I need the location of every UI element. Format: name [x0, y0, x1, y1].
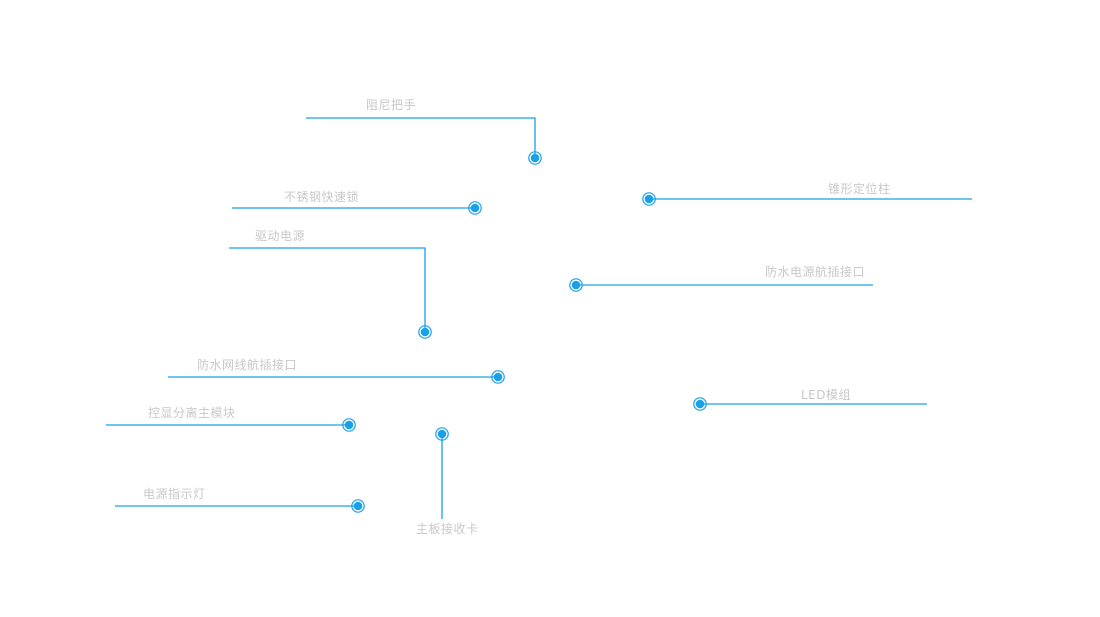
anchor-dot-outer-stainless-quick-lock: [468, 201, 482, 215]
anchor-dot-outer-control-display-main-module: [342, 418, 356, 432]
callout-label-driver-power: 驱动电源: [255, 229, 306, 243]
callout-label-conical-locating-pin: 锥形定位柱: [828, 182, 891, 196]
callout-label-damping-handle: 阻尼把手: [366, 98, 417, 112]
anchor-dot-outer-led-module: [693, 397, 707, 411]
anchor-dot-outer-waterproof-network-connector: [491, 370, 505, 384]
anchor-dot-outer-mainboard-receiver-card: [435, 427, 449, 441]
anchor-dot-stainless-quick-lock: [470, 203, 480, 213]
anchor-dot-damping-handle: [530, 153, 540, 163]
anchor-dot-waterproof-network-connector: [493, 372, 503, 382]
anchor-dot-outer-conical-locating-pin: [642, 192, 656, 206]
anchor-dot-conical-locating-pin: [644, 194, 654, 204]
anchor-dot-outer-driver-power: [418, 325, 432, 339]
callout-label-mainboard-receiver-card: 主板接收卡: [416, 522, 479, 536]
anchor-dot-control-display-main-module: [344, 420, 354, 430]
anchor-dot-waterproof-power-connector: [571, 280, 581, 290]
anchor-dot-power-indicator: [353, 501, 363, 511]
anchor-dot-outer-power-indicator: [351, 499, 365, 513]
callout-label-power-indicator: 电源指示灯: [143, 487, 206, 501]
leader-line-driver-power: [229, 247, 426, 332]
callout-label-control-display-main-module: 控显分离主模块: [148, 406, 236, 420]
anchor-dot-outer-damping-handle: [528, 151, 542, 165]
anchor-dot-mainboard-receiver-card: [437, 429, 447, 439]
anchor-dot-driver-power: [420, 327, 430, 337]
anchor-dot-led-module: [695, 399, 705, 409]
callout-label-waterproof-power-connector: 防水电源航插接口: [765, 265, 866, 279]
callout-label-stainless-quick-lock: 不锈钢快速锁: [284, 190, 360, 204]
callout-label-waterproof-network-connector: 防水网线航插接口: [197, 358, 298, 372]
callout-label-led-module: LED模组: [801, 388, 852, 402]
leader-line-damping-handle: [306, 117, 536, 158]
anchor-dot-outer-waterproof-power-connector: [569, 278, 583, 292]
